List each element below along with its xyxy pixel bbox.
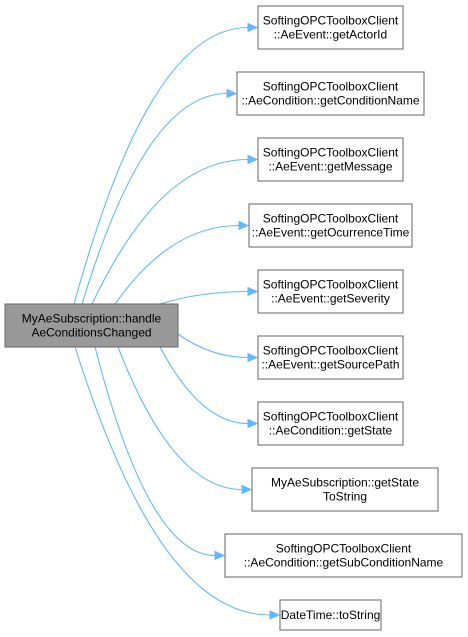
call-edge-3 (91, 158, 249, 305)
callee-get-severity-label-line-2: ::AeEvent::getSeverity (271, 292, 390, 306)
callee-get-state-label-line-2: ::AeCondition::getState (269, 424, 393, 438)
call-edges (73, 22, 281, 620)
callee-get-actor-id-label-line-1: SoftingOPCToolboxClient (263, 14, 399, 28)
callee-get-state-label-line-1: SoftingOPCToolboxClient (263, 410, 399, 424)
callee-get-actor-id-box (257, 5, 404, 50)
callee-get-message[interactable]: SoftingOPCToolboxClient::AeEvent::getMes… (257, 137, 404, 182)
callee-get-source-path-label-line-1: SoftingOPCToolboxClient (263, 344, 399, 358)
arrowhead-1 (247, 22, 259, 33)
call-edge-1 (73, 26, 249, 305)
call-edge-5 (159, 290, 249, 305)
callee-get-state[interactable]: SoftingOPCToolboxClient::AeCondition::ge… (257, 401, 404, 446)
arrowhead-9 (214, 550, 226, 561)
callee-get-message-label-line-1: SoftingOPCToolboxClient (263, 146, 399, 160)
call-edge-4 (114, 224, 240, 305)
call-edge-6 (177, 333, 249, 359)
arrowhead-7 (247, 418, 259, 429)
callee-get-state-to-string-label-line-1: MyAeSubscription::getState (271, 476, 419, 490)
callee-get-condition-name-label-line-2: ::AeCondition::getConditionName (241, 94, 419, 108)
callee-get-state-to-string-label-line-2: ToString (323, 490, 367, 504)
callee-get-condition-name-label-line-1: SoftingOPCToolboxClient (263, 80, 399, 94)
callee-get-ocurrence-time[interactable]: SoftingOPCToolboxClient::AeEvent::getOcu… (248, 203, 413, 248)
arrowhead-2 (226, 88, 238, 99)
arrowhead-8 (241, 484, 253, 495)
callee-date-time-to-string[interactable]: DateTime::toString (279, 599, 382, 631)
callee-date-time-to-string-label-line-1: DateTime::toString (281, 608, 381, 622)
call-edge-8 (117, 346, 243, 491)
root-function-node-label-line-1: MyAeSubscription::handle (22, 312, 162, 326)
callee-get-sub-condition-name-label-line-1: SoftingOPCToolboxClient (276, 542, 412, 556)
arrowhead-5 (247, 286, 259, 297)
callee-get-ocurrence-time-label-line-2: ::AeEvent::getOcurrenceTime (252, 226, 410, 240)
callee-date-time-to-string-box (279, 599, 382, 631)
arrowhead-6 (247, 352, 259, 363)
callee-get-condition-name[interactable]: SoftingOPCToolboxClient::AeCondition::ge… (236, 71, 425, 116)
callee-get-state-to-string-box (251, 467, 439, 512)
callee-get-sub-condition-name-box (224, 533, 463, 578)
root-function-node-label-line-2: AeConditionsChanged (31, 326, 151, 340)
callee-get-severity-box (257, 269, 404, 314)
call-edge-2 (81, 92, 228, 305)
arrowhead-10 (269, 610, 281, 620)
callee-get-source-path[interactable]: SoftingOPCToolboxClient::AeEvent::getSou… (257, 335, 404, 380)
callee-get-sub-condition-name-label-line-2: ::AeCondition::getSubConditionName (244, 556, 444, 570)
call-edge-10 (74, 346, 271, 616)
root-function-node[interactable]: MyAeSubscription::handleAeConditionsChan… (4, 303, 179, 348)
callee-get-actor-id[interactable]: SoftingOPCToolboxClient::AeEvent::getAct… (257, 5, 404, 50)
arrowhead-3 (247, 154, 259, 165)
callee-get-source-path-box (257, 335, 404, 380)
call-nodes: MyAeSubscription::handleAeConditionsChan… (4, 5, 463, 631)
callee-get-message-box (257, 137, 404, 182)
callee-get-message-label-line-2: ::AeEvent::getMessage (268, 160, 392, 174)
callee-get-ocurrence-time-box (248, 203, 413, 248)
callee-get-severity[interactable]: SoftingOPCToolboxClient::AeEvent::getSev… (257, 269, 404, 314)
callee-get-source-path-label-line-2: ::AeEvent::getSourcePath (261, 358, 399, 372)
arrowhead-4 (238, 220, 250, 231)
callee-get-severity-label-line-1: SoftingOPCToolboxClient (263, 278, 399, 292)
callee-get-actor-id-label-line-2: ::AeEvent::getActorId (274, 28, 387, 42)
call-edge-7 (159, 346, 249, 425)
callee-get-condition-name-box (236, 71, 425, 116)
callee-get-ocurrence-time-label-line-1: SoftingOPCToolboxClient (263, 212, 399, 226)
callee-get-state-box (257, 401, 404, 446)
root-function-node-box (4, 303, 179, 348)
callee-get-sub-condition-name[interactable]: SoftingOPCToolboxClient::AeCondition::ge… (224, 533, 463, 578)
call-edge-9 (94, 346, 216, 557)
